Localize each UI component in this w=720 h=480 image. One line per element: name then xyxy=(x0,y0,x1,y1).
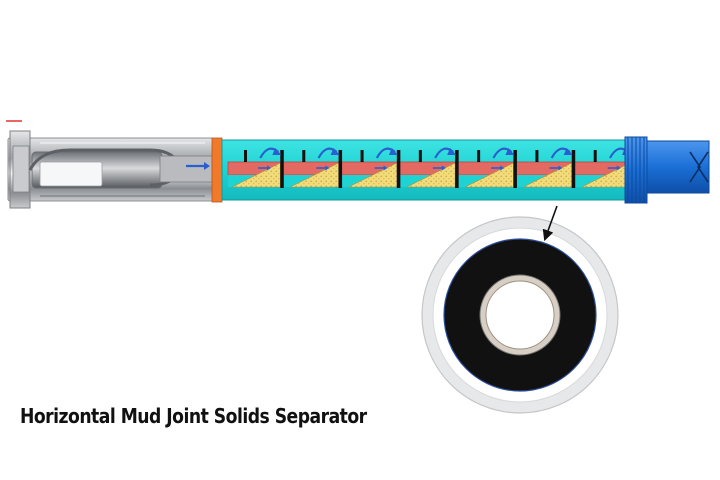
flow-arrow-head xyxy=(441,165,446,171)
steel-housing xyxy=(7,130,214,209)
baffle-stub xyxy=(535,150,539,162)
swirl-arrow-head xyxy=(272,148,282,155)
flow-arrow-head xyxy=(383,165,388,171)
swirl-arrow-head xyxy=(330,148,340,155)
baffle-stub xyxy=(477,150,481,162)
flow-arrow-head xyxy=(616,165,621,171)
swirl-arrow-head xyxy=(388,148,398,155)
baffle-plate xyxy=(280,150,284,188)
orange-flange xyxy=(211,137,223,203)
blue-outlet-fitting xyxy=(624,136,710,204)
baffle-plate xyxy=(338,150,343,188)
baffle-plate xyxy=(513,150,517,188)
baffle-plate xyxy=(455,150,459,188)
diagram-title: Horizontal Mud Joint Solids Separator xyxy=(20,404,367,428)
sand-wedge xyxy=(348,162,398,188)
baffle-stub xyxy=(244,150,247,162)
swirl-arrow-head xyxy=(505,148,515,155)
flow-arrow-head xyxy=(325,165,330,171)
sand-wedge xyxy=(523,162,573,188)
baffle-plate xyxy=(571,150,576,188)
sand-wedge xyxy=(290,162,339,188)
baffle-stub xyxy=(418,150,422,162)
swirl-arrow-head xyxy=(563,148,573,155)
separator-chambers xyxy=(231,147,634,188)
swirl-arrow-head xyxy=(447,148,457,155)
flow-arrow-icon xyxy=(186,162,210,170)
leader-arrow-icon xyxy=(542,205,558,242)
flow-arrow-head xyxy=(558,165,563,171)
baffle-stub xyxy=(593,150,597,162)
baffle-stub xyxy=(302,150,306,162)
flow-arrow-head xyxy=(267,165,271,171)
tube-cross-section xyxy=(421,216,619,414)
baffle-stub xyxy=(360,150,364,162)
baffle-plate xyxy=(396,150,401,188)
flow-arrow-head xyxy=(500,165,505,171)
